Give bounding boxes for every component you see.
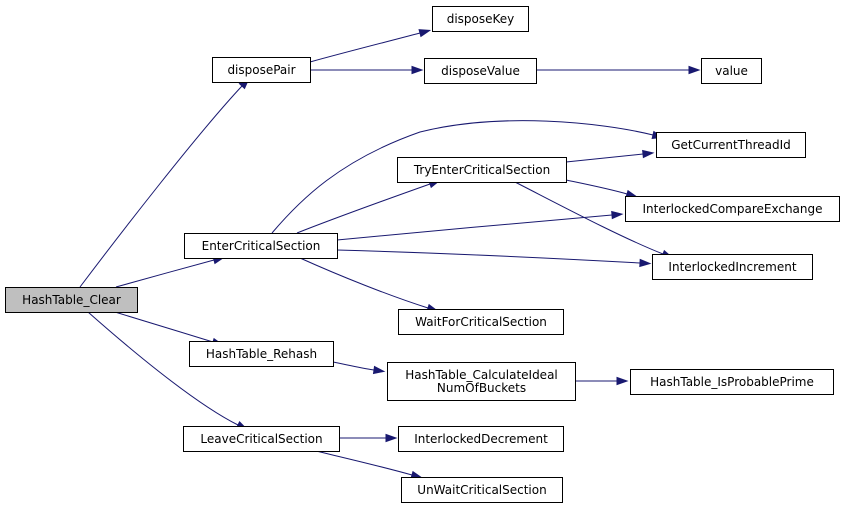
arrowhead-icon (385, 433, 398, 443)
edge-enter-critical-section-to-interlocked-compare-exchange (336, 210, 624, 241)
node-box (701, 58, 762, 84)
arrowhead-icon (418, 29, 432, 38)
node-label: value (715, 64, 748, 78)
edge-line (87, 311, 239, 426)
node-dispose-pair[interactable]: disposePair (212, 57, 311, 83)
node-box (625, 196, 840, 222)
node-label: TryEnterCriticalSection (413, 163, 550, 177)
edge-hash-table-rehash-to-hash-table-calculate-ideal-num-of-buckets (332, 361, 386, 375)
edge-hash-table-calculate-ideal-num-of-buckets-to-hash-table-is-probable-prime (575, 376, 629, 386)
edge-line (79, 85, 243, 288)
arrowhead-icon (372, 365, 386, 375)
node-dispose-value[interactable]: disposeValue (424, 58, 537, 84)
node-un-wait-critical-section[interactable]: UnWaitCriticalSection (401, 477, 563, 503)
arrowhead-icon (616, 376, 629, 386)
node-label: UnWaitCriticalSection (417, 483, 546, 497)
edge-line (332, 361, 375, 371)
edge-leave-critical-section-to-un-wait-critical-section (315, 450, 424, 479)
edge-line (299, 257, 429, 309)
node-label: InterlockedDecrement (414, 432, 548, 446)
node-hash-table-is-probable-prime[interactable]: HashTable_IsProbablePrime (630, 369, 834, 395)
arrowhead-icon (639, 258, 652, 268)
node-try-enter-critical-section[interactable]: TryEnterCriticalSection (397, 157, 567, 183)
edge-line (336, 214, 613, 241)
edge-enter-critical-section-to-interlocked-increment (336, 249, 652, 268)
edge-leave-critical-section-to-interlocked-decrement (339, 433, 398, 443)
node-box (401, 477, 563, 503)
node-box (212, 57, 311, 83)
edge-line (514, 181, 664, 255)
node-box (183, 426, 340, 452)
node-enter-critical-section[interactable]: EnterCriticalSection (184, 233, 338, 259)
node-interlocked-increment[interactable]: InterlockedIncrement (652, 254, 813, 280)
node-box (432, 6, 529, 32)
node-get-current-thread-id[interactable]: GetCurrentThreadId (656, 132, 806, 158)
node-box (397, 157, 567, 183)
node-label: LeaveCriticalSection (200, 432, 322, 446)
node-label: disposeKey (447, 12, 515, 26)
edge-try-enter-critical-section-to-interlocked-compare-exchange (565, 179, 639, 198)
node-hash-table-rehash[interactable]: HashTable_Rehash (189, 341, 334, 367)
edge-hash-table-clear-to-enter-critical-section (115, 256, 226, 288)
arrowhead-icon (688, 65, 701, 75)
node-interlocked-compare-exchange[interactable]: InterlockedCompareExchange (625, 196, 840, 222)
node-label: HashTable_CalculateIdeal (405, 368, 558, 382)
node-box (189, 341, 334, 367)
node-box (398, 309, 564, 335)
edge-line (565, 179, 628, 195)
edge-dispose-pair-to-dispose-key (309, 29, 432, 63)
edge-line (114, 311, 214, 343)
node-hash-table-clear[interactable]: HashTable_Clear (5, 287, 138, 313)
edges-layer (79, 29, 701, 479)
node-box (630, 369, 834, 395)
node-label: NumOfBuckets (437, 381, 526, 395)
edge-line (315, 450, 413, 476)
node-box (656, 132, 806, 158)
node-label: InterlockedCompareExchange (642, 202, 822, 216)
node-dispose-key[interactable]: disposeKey (432, 6, 529, 32)
node-box (5, 287, 138, 313)
node-interlocked-decrement[interactable]: InterlockedDecrement (398, 426, 564, 452)
edge-line (565, 153, 644, 163)
node-label: disposeValue (441, 64, 520, 78)
node-label: HashTable_Rehash (206, 347, 317, 361)
edge-try-enter-critical-section-to-get-current-thread-id (565, 149, 655, 163)
edge-enter-critical-section-to-try-enter-critical-section (296, 180, 441, 234)
node-label: disposePair (227, 63, 295, 77)
edge-line (336, 249, 641, 264)
arrowhead-icon (642, 149, 655, 159)
node-label: GetCurrentThreadId (671, 138, 791, 152)
edge-hash-table-clear-to-leave-critical-section (87, 311, 249, 431)
edge-line (115, 259, 215, 288)
node-label: HashTable_IsProbablePrime (650, 375, 814, 389)
edge-line (296, 183, 431, 234)
node-label: HashTable_Clear (22, 293, 121, 307)
arrowhead-icon (411, 65, 424, 75)
edge-dispose-pair-to-dispose-value (310, 65, 424, 75)
edge-enter-critical-section-to-wait-for-critical-section (299, 257, 439, 312)
node-label: InterlockedIncrement (668, 260, 796, 274)
node-label: EnterCriticalSection (202, 239, 321, 253)
node-box (184, 233, 338, 259)
node-box (652, 254, 813, 280)
edge-hash-table-clear-to-hash-table-rehash (114, 311, 225, 346)
node-box (424, 58, 537, 84)
arrowhead-icon (611, 210, 624, 220)
edge-dispose-value-to-value (536, 65, 701, 75)
nodes-layer: HashTable_Clear disposePair disposeKey disp… (5, 6, 840, 503)
node-wait-for-critical-section[interactable]: WaitForCriticalSection (398, 309, 564, 335)
node-box (398, 426, 564, 452)
node-label: WaitForCriticalSection (415, 315, 547, 329)
edge-line (309, 32, 421, 63)
node-box (387, 362, 576, 401)
edge-line (271, 120, 654, 234)
node-value[interactable]: value (701, 58, 762, 84)
node-leave-critical-section[interactable]: LeaveCriticalSection (183, 426, 340, 452)
